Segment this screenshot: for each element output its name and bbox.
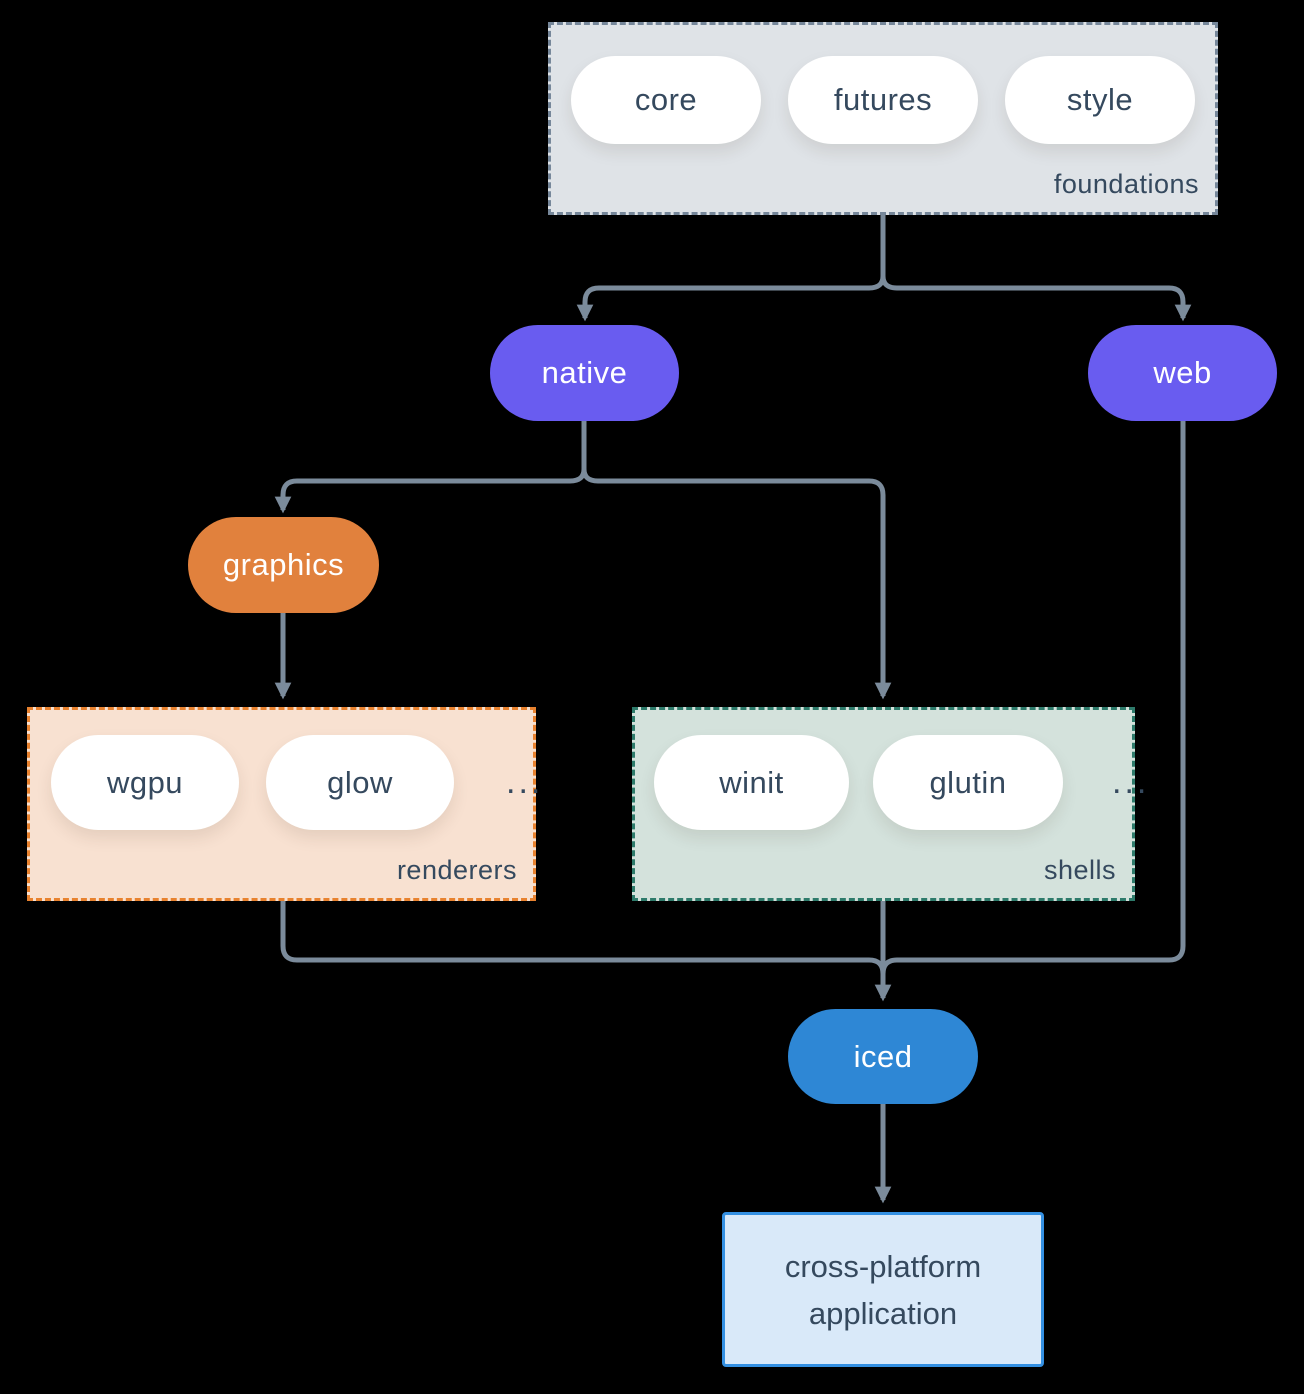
node-winit-label: winit	[719, 764, 784, 800]
shells-ellipsis: ...	[1112, 763, 1150, 801]
edge-native-graphics	[274, 468, 587, 514]
edge-foundations-web	[880, 275, 1192, 322]
node-iced-label: iced	[853, 1038, 913, 1074]
node-native: native	[490, 325, 679, 421]
node-iced: iced	[788, 1009, 978, 1104]
node-core: core	[571, 56, 761, 144]
group-label-shells: shells	[1043, 855, 1116, 885]
group-renderers: wgpu glow ... renderers	[27, 707, 540, 901]
node-glow: glow	[266, 735, 454, 830]
edge-foundations-native	[576, 275, 886, 322]
node-futures: futures	[788, 56, 978, 144]
renderers-ellipsis: ...	[506, 763, 544, 801]
node-graphics: graphics	[188, 517, 379, 613]
group-label-renderers: renderers	[396, 855, 517, 885]
node-wgpu-label: wgpu	[106, 764, 184, 800]
renderers-row: wgpu glow ...	[30, 710, 540, 830]
node-graphics-label: graphics	[222, 547, 345, 582]
shells-row: winit glutin ...	[635, 710, 1146, 830]
node-glutin: glutin	[873, 735, 1063, 830]
node-core-label: core	[634, 82, 698, 117]
group-shells: winit glutin ... shells	[632, 707, 1146, 901]
node-winit: winit	[654, 735, 849, 830]
node-wgpu: wgpu	[51, 735, 239, 830]
node-web-label: web	[1153, 355, 1212, 390]
node-application: cross-platform application	[722, 1212, 1044, 1367]
edge-native-shells	[581, 468, 892, 700]
node-application-label: cross-platform application	[784, 1248, 982, 1331]
node-futures-label: futures	[833, 82, 933, 117]
node-style: style	[1005, 56, 1195, 144]
edge-renderers-merge	[280, 901, 886, 975]
node-native-label: native	[541, 355, 628, 390]
foundations-row: core futures style	[551, 25, 1215, 144]
group-label-foundations: foundations	[1053, 169, 1199, 199]
node-web: web	[1088, 325, 1277, 421]
node-style-label: style	[1066, 82, 1134, 117]
node-glow-label: glow	[327, 764, 393, 800]
group-foundations: core futures style foundations	[548, 22, 1218, 215]
node-glutin-label: glutin	[929, 764, 1007, 800]
